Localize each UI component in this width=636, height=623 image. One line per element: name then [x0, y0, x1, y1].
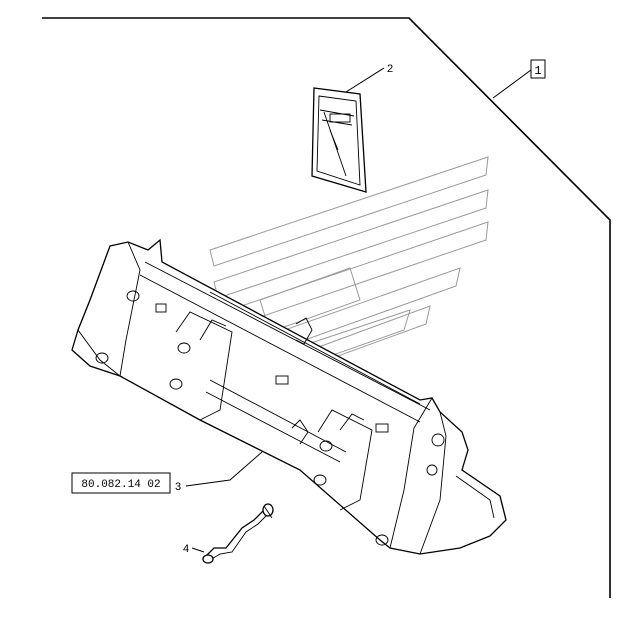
callout-4-label[interactable]: 4: [183, 544, 190, 556]
callout-3-leader: [185, 451, 263, 487]
callout-2-leader: [345, 67, 385, 93]
part-2-decal-sheet[interactable]: [311, 87, 367, 193]
reference-code-text: 80.082.14 02: [81, 479, 160, 491]
group-label-text: 1: [534, 64, 541, 78]
part-4-hose[interactable]: [202, 503, 274, 564]
callout-4-leader: [191, 547, 205, 553]
group-outline: [42, 17, 611, 598]
group-label[interactable]: 1: [530, 59, 546, 79]
group-label-leader: [492, 69, 532, 99]
reference-code-box[interactable]: 80.082.14 02: [71, 472, 171, 494]
callout-2-label[interactable]: 2: [387, 64, 394, 76]
callout-3-label[interactable]: 3: [175, 482, 182, 494]
part-3-bucket-frame[interactable]: [71, 238, 507, 555]
